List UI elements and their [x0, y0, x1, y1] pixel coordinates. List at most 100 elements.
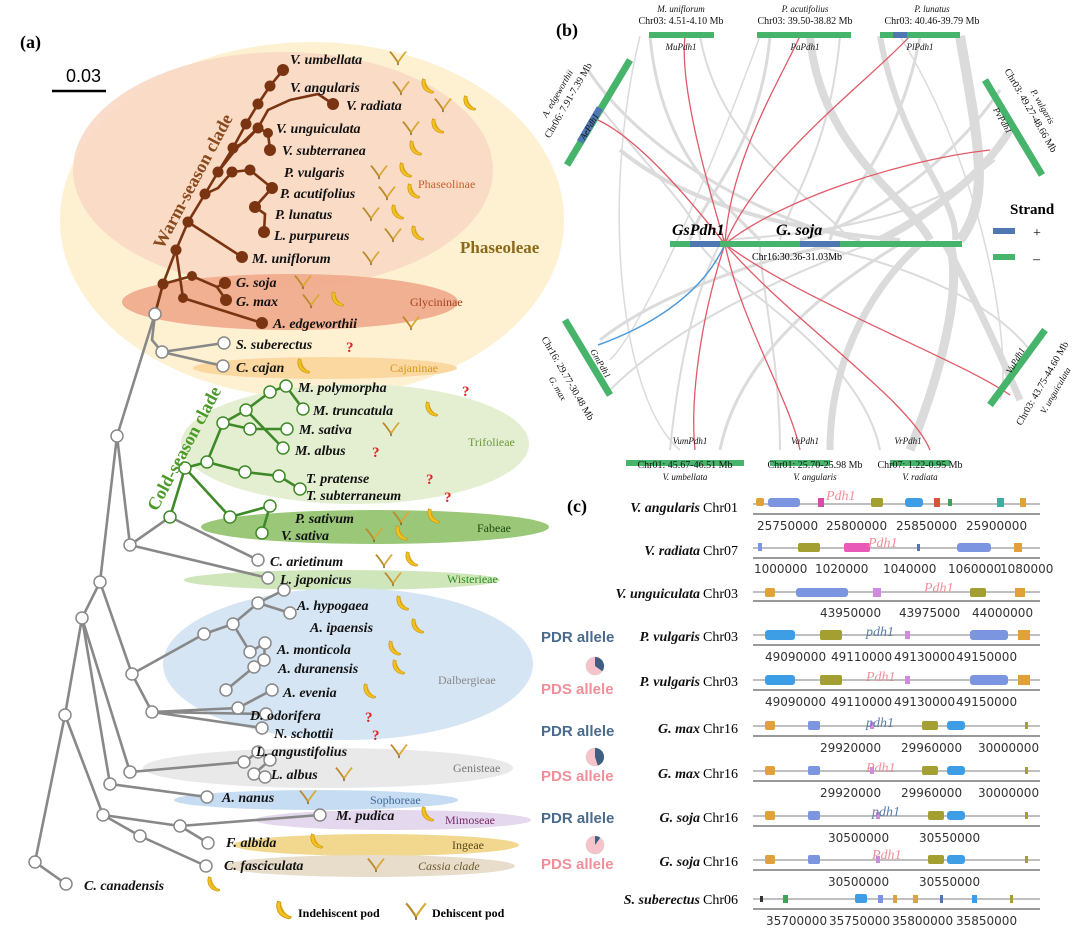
gene-track: G. max Chr16 pdh1 29920000 29960000 3000… [658, 716, 1040, 755]
species-label: L. japonicus [279, 573, 352, 588]
trifolieae-label: Trifolieae [468, 435, 515, 449]
gene-track: V. angularis Chr01 Pdh1 25750000 2580000… [630, 489, 1040, 533]
track-chr-label: Chr16 [703, 722, 738, 737]
track-chr-label: Chr03 [703, 675, 738, 690]
track-tick-label: 1040000 [883, 562, 936, 576]
species-label: G. soja [236, 276, 276, 291]
track-tick-label: 1080000 [1000, 562, 1053, 576]
track-tick-label: 29960000 [901, 741, 962, 755]
track-gene-label: pdh1 [871, 805, 900, 820]
glycininae-ellipse [122, 274, 458, 330]
gene-track: G. max Chr16 Pdh1 29920000 29960000 3000… [658, 761, 1040, 800]
track-tick-label: 35850000 [956, 914, 1017, 928]
wisterieae-label: Wisterieae [447, 572, 498, 586]
track-chr-label: Chr01 [703, 501, 738, 516]
gene-track: V. unguiculata Chr03 Pdh1 43950000 43975… [615, 581, 1040, 620]
branch-muniflorum [186, 220, 244, 259]
genisteae-ellipse [143, 748, 513, 788]
chr-bar-pvulgaris [981, 78, 1046, 177]
track-tick-label: 1060000 [948, 562, 1001, 576]
track-chr-label: Chr16 [703, 767, 738, 782]
track-tick-label: 43975000 [899, 606, 960, 620]
synteny-chr-label: Chr03: 39.50-38.82 Mb [758, 16, 853, 27]
center-species-label: G. soja [776, 222, 822, 239]
track-tick-label: 44000000 [972, 606, 1033, 620]
track-species-label: V. radiata [644, 544, 700, 559]
dehiscent-pod-legend-icon [405, 902, 427, 921]
ortholog-links [597, 35, 1011, 451]
species-label: A. duranensis [277, 662, 359, 677]
track-tick-label: 49090000 [765, 695, 826, 709]
strand-plus-swatch [993, 228, 1015, 234]
chr-bar [626, 460, 744, 466]
species-label: G. max [236, 295, 278, 310]
branch-cold-stem [115, 434, 270, 580]
synteny-ribbons [586, 35, 1031, 452]
track-species-label: P. vulgaris [640, 675, 701, 690]
species-label: V. umbellata [290, 53, 362, 68]
panel-label-b: (b) [556, 20, 578, 41]
panel-b: (b) [539, 4, 1073, 482]
synteny-gene-label: VaPdh1 [791, 436, 819, 446]
species-label: F. albida [225, 836, 276, 851]
track-tick-label: 25850000 [896, 519, 957, 533]
track-tick-label: 30000000 [978, 786, 1039, 800]
species-label: P. acutifolius [280, 187, 356, 202]
track-gene-label: Pdh1 [825, 489, 856, 504]
track-tick-label: 49130000 [894, 650, 955, 664]
unknown-mark: ? [462, 384, 470, 400]
track-tick-label: 43950000 [820, 606, 881, 620]
track-tick-label: 49090000 [765, 650, 826, 664]
synteny-gene-label: PlPdh1 [906, 42, 934, 52]
species-label: V. subterranea [282, 144, 366, 159]
species-label: A. hypogaea [296, 599, 369, 614]
track-tick-label: 29920000 [820, 741, 881, 755]
species-label: A. monticola [276, 643, 351, 658]
track-tick-label: 30500000 [828, 831, 889, 845]
track-chr-label: Chr16 [703, 811, 738, 826]
gene-track: G. soja Chr16 pdh1 30500000 30550000 [660, 805, 1040, 845]
track-chr-label: Chr03 [703, 587, 738, 602]
species-label: A. evenia [282, 686, 337, 701]
glycininae-label: Glycininae [410, 295, 463, 309]
track-tick-label: 25900000 [966, 519, 1027, 533]
allele-pie-pdr-slice [595, 657, 604, 672]
gene-track: S. suberectus Chr06 35700000 35750000 35… [624, 893, 1040, 928]
pds-allele-label: PDS allele [541, 856, 614, 873]
track-tick-label: 30550000 [919, 831, 980, 845]
track-gene-label: pdh1 [865, 625, 894, 640]
track-tick-label: 35800000 [892, 914, 953, 928]
synteny-gene-label: VrPdh1 [894, 436, 921, 446]
synteny-species-label: P. acutifolius [781, 4, 829, 14]
indehiscent-pod-icon [207, 876, 221, 892]
track-chr-label: Chr16 [703, 855, 738, 870]
phaseolinae-ellipse [73, 52, 493, 288]
track-chr-label: Chr07 [703, 544, 738, 559]
species-label: C. canadensis [84, 879, 165, 894]
track-species-label: V. unguiculata [615, 587, 700, 602]
species-label: T. pratense [306, 472, 369, 487]
unknown-mark: ? [372, 728, 380, 744]
unknown-mark: ? [426, 472, 434, 488]
strand-minus-swatch [993, 254, 1015, 260]
cajaninae-ellipse [193, 357, 457, 379]
chr-bar-center [800, 241, 840, 247]
track-tick-label: 35700000 [766, 914, 827, 928]
branch-cajaninae [150, 312, 226, 368]
track-species-label: G. soja [660, 855, 700, 870]
allele-pie-pdr-slice [595, 836, 601, 845]
pds-allele-label: PDS allele [541, 768, 614, 785]
chr-bar-gmax [561, 318, 614, 397]
track-tick-label: 49150000 [956, 695, 1017, 709]
track-tick-label: 49150000 [956, 650, 1017, 664]
synteny-species-label: V. angularis [793, 472, 837, 482]
track-chr-label: Chr03 [703, 630, 738, 645]
gene-track: V. radiata Chr07 Pdh1 1000000 1020000 10… [644, 536, 1053, 576]
species-label: L. purpureus [273, 229, 350, 244]
species-label: A. ipaensis [309, 621, 374, 636]
fabeae-label: Fabeae [477, 521, 511, 535]
species-label: S. suberectus [236, 338, 313, 353]
mimoseae-label: Mimoseae [445, 813, 495, 827]
chr-bar [770, 460, 830, 466]
pdr-allele-label: PDR allele [541, 723, 614, 740]
